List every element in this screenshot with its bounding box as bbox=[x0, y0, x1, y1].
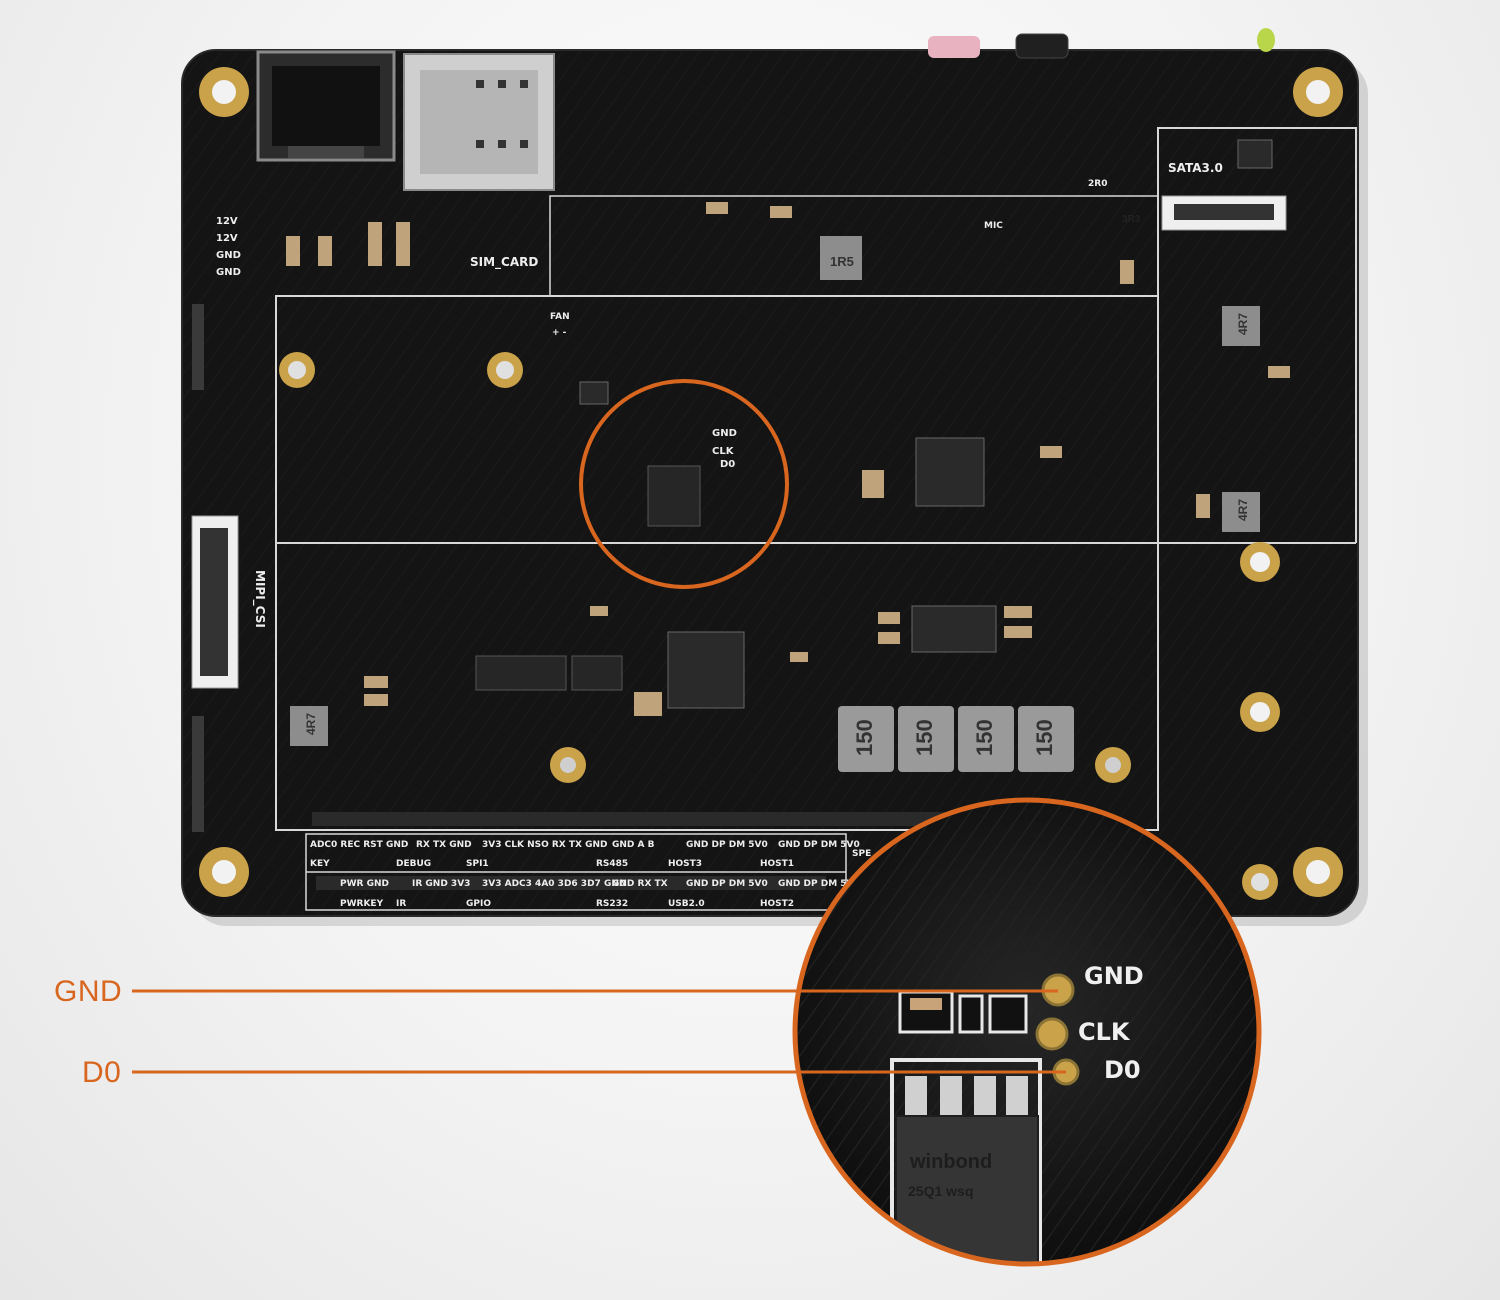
header-rs485-group: RS485 bbox=[596, 859, 628, 869]
inductor-4r7-label-b: 4R7 bbox=[1236, 499, 1250, 521]
header-ir-group: IR bbox=[396, 899, 406, 909]
inductor-150-label-3: 150 bbox=[972, 719, 997, 756]
power-inductors bbox=[838, 706, 1074, 772]
zoom-magnifier: winbond 25Q1 wsq GND CLK D0 bbox=[792, 797, 1262, 1267]
header-host3-pins: GND DP DM 5V0 bbox=[686, 840, 768, 850]
small-d0-label: D0 bbox=[720, 459, 735, 470]
header-rs232-group: RS232 bbox=[596, 899, 628, 909]
sim-card-label: SIM_CARD bbox=[470, 255, 538, 270]
header-host1-group: HOST1 bbox=[760, 859, 794, 869]
header-key-group: KEY bbox=[310, 859, 330, 869]
flash-highlight-ring bbox=[579, 379, 789, 589]
small-gnd-label: GND bbox=[712, 428, 737, 439]
header-key-pins: ADC0 REC RST GND bbox=[310, 840, 408, 850]
header-gpio-pins: 3V3 ADC3 4A0 3D6 3D7 GND bbox=[482, 879, 626, 889]
inductor-4r7-label-c: 4R7 bbox=[304, 713, 318, 735]
header-usb-group: USB2.0 bbox=[668, 899, 705, 909]
sata-label: SATA3.0 bbox=[1168, 161, 1223, 175]
power-pin-label-4: GND bbox=[216, 267, 241, 278]
power-pin-label-3: GND bbox=[216, 250, 241, 261]
inductor-150-label-4: 150 bbox=[1032, 719, 1057, 756]
silkscreen-labels: 12V 12V GND GND SIM_CARD SATA3.0 MIC FAN… bbox=[216, 161, 1250, 909]
sata-connector bbox=[1161, 195, 1287, 231]
audio-jacks bbox=[928, 28, 1275, 59]
sim-card-slot bbox=[403, 53, 555, 191]
header-host1-pins: GND DP DM 5V0 bbox=[778, 840, 860, 850]
inductor-150-label-1: 150 bbox=[852, 719, 877, 756]
inductor-1r5-label: 1R5 bbox=[830, 254, 854, 269]
mipi-csi-connector bbox=[191, 515, 239, 689]
header-debug-group: DEBUG bbox=[396, 859, 431, 869]
header-host3-group: HOST3 bbox=[668, 859, 702, 869]
header-ir-pins: IR GND 3V3 bbox=[412, 879, 470, 889]
header-rs232-pins: GND RX TX bbox=[612, 879, 668, 889]
header-gpio-group: GPIO bbox=[466, 899, 491, 909]
zoom-ring bbox=[792, 797, 1262, 1267]
mic-label: MIC bbox=[984, 221, 1003, 231]
header-debug-pins: RX TX GND bbox=[416, 840, 472, 850]
header-spi-pins: 3V3 CLK NSO RX TX GND bbox=[482, 840, 607, 850]
smd-components bbox=[286, 202, 1290, 716]
header-usb-pins: GND DP DM 5V0 bbox=[686, 879, 768, 889]
fan-pins-label: + - bbox=[552, 328, 567, 338]
pin-headers bbox=[312, 812, 1032, 890]
header-spe-group: SPE bbox=[852, 849, 871, 859]
header-pwrkey-group: PWRKEY bbox=[340, 899, 384, 909]
header-rs485-pins: GND A B bbox=[612, 840, 655, 850]
rj45-port bbox=[256, 50, 396, 162]
flash-chip-code: 25Q1 wsq bbox=[908, 1183, 973, 1199]
mounting-holes bbox=[199, 67, 1343, 900]
header-host2-pins: GND DP DM 5V0 bbox=[778, 879, 860, 889]
header-host2-group: HOST2 bbox=[760, 899, 794, 909]
d0-callout-label: D0 bbox=[82, 1056, 122, 1089]
chips bbox=[290, 139, 1273, 746]
smd-2r0-label: 2R0 bbox=[1088, 179, 1107, 189]
fan-label: FAN bbox=[550, 312, 570, 322]
zoom-clk-label: CLK bbox=[1078, 1018, 1131, 1046]
mipi-csi-label: MIPI_CSI bbox=[252, 570, 267, 628]
inductor-4r7-label-a: 4R7 bbox=[1236, 313, 1250, 335]
inductor-3r3-label: 3R3 bbox=[1122, 214, 1141, 225]
header-pwrkey-pins: PWR GND bbox=[340, 879, 389, 889]
inductor-150-label-2: 150 bbox=[912, 719, 937, 756]
zoom-d0-label: D0 bbox=[1104, 1056, 1141, 1084]
zoom-gnd-label: GND bbox=[1084, 962, 1144, 990]
power-pin-label-1: 12V bbox=[216, 216, 238, 227]
pcb-board bbox=[181, 49, 1359, 917]
flash-chip-brand: winbond bbox=[909, 1151, 992, 1173]
power-pin-label-2: 12V bbox=[216, 233, 238, 244]
header-spi-group: SPI1 bbox=[466, 859, 489, 869]
small-clk-label: CLK bbox=[712, 446, 735, 457]
gnd-callout-label: GND bbox=[54, 975, 123, 1008]
